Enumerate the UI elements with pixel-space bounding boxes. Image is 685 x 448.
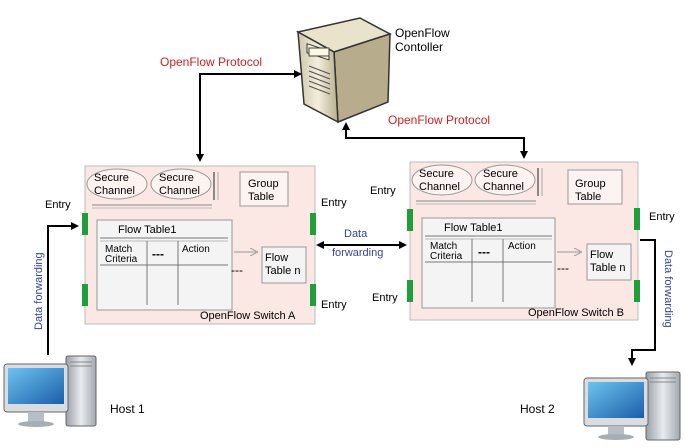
flow-table-n-label: Table n — [590, 262, 625, 274]
entry-port — [310, 213, 316, 235]
secure-channel-label: Channel — [159, 185, 200, 197]
secure-channel-a1 — [86, 168, 148, 200]
server-icon — [295, 17, 392, 124]
flow-table-n-label: Flow — [590, 249, 613, 261]
entry-label: Entry — [370, 185, 396, 197]
data-forwarding-label: Data forwarding — [33, 252, 45, 330]
openflow-switch-b: Secure Channel Secure Channel Group Tabl… — [407, 161, 640, 321]
flow-table-n-label: Flow — [265, 252, 288, 264]
computer-icon — [3, 355, 97, 427]
secure-channel-b2 — [474, 164, 536, 196]
data-forwarding-label: Data — [344, 228, 368, 240]
openflow-protocol-label-right: OpenFlow Protocol — [388, 113, 490, 127]
secure-channel-b1 — [411, 164, 473, 196]
entry-port — [634, 280, 640, 302]
flow-table-1-b — [421, 217, 556, 309]
group-table-b — [567, 169, 623, 205]
action-label: Action — [182, 244, 210, 255]
secure-channel-label: Channel — [483, 181, 524, 193]
entry-port — [407, 280, 413, 302]
openflow-switch-a: Secure Channel Secure Channel Group Tabl… — [82, 165, 316, 325]
host2-link-arrow — [628, 239, 656, 366]
group-table-label: Group — [248, 178, 279, 190]
group-table-a — [239, 171, 289, 207]
secure-channel-label: Secure — [94, 172, 129, 184]
match-criteria-label: Criteria — [430, 251, 463, 262]
group-table-label: Group — [575, 178, 606, 190]
group-table-label: Table — [248, 191, 274, 203]
protocol-arrow-b — [342, 122, 528, 159]
flow-table-title: Flow Table1 — [444, 222, 503, 234]
flow-table-n-b — [586, 243, 632, 281]
flow-table-title: Flow Table1 — [118, 224, 177, 236]
entry-port — [634, 208, 640, 230]
entry-port — [310, 284, 316, 306]
match-criteria-label: Criteria — [105, 254, 138, 265]
switch-a-label: OpenFlow Switch A — [200, 310, 296, 322]
table-gap-dashes: --- — [231, 263, 243, 277]
action-label: Action — [508, 241, 536, 252]
group-table-label: Table — [575, 191, 601, 203]
openflow-protocol-label-left: OpenFlow Protocol — [160, 55, 262, 69]
secure-channel-label: Secure — [419, 168, 454, 180]
entry-port — [82, 284, 88, 306]
entry-port — [407, 209, 413, 231]
host-1-label: Host 1 — [110, 402, 145, 416]
entry-label: Entry — [372, 292, 398, 304]
switch-b-label: OpenFlow Switch B — [528, 307, 624, 319]
computer-icon — [583, 371, 681, 441]
host1-link-arrow — [47, 222, 79, 355]
entry-label: Entry — [321, 299, 347, 311]
secure-channel-label: Secure — [159, 172, 194, 184]
ellipsis-dots: --- — [478, 245, 490, 259]
data-forwarding-label: forwarding — [332, 247, 383, 259]
flow-table-n-a — [261, 246, 307, 284]
entry-label: Entry — [45, 199, 71, 211]
controller-label-line1: OpenFlow — [395, 26, 450, 40]
secure-channel-label: Secure — [483, 168, 518, 180]
entry-port — [82, 213, 88, 235]
host-2-label: Host 2 — [520, 402, 555, 416]
match-criteria-label: Match — [105, 244, 132, 255]
secure-channel-a2 — [150, 168, 212, 200]
table-gap-dashes: --- — [557, 261, 569, 275]
data-forwarding-label: Data forwarding — [662, 250, 674, 328]
match-criteria-label: Match — [430, 241, 457, 252]
flow-table-n-label: Table n — [265, 265, 300, 277]
secure-channel-label: Channel — [94, 185, 135, 197]
secure-channel-label: Channel — [419, 181, 460, 193]
entry-label: Entry — [321, 197, 347, 209]
controller-label-line2: Contoller — [395, 40, 443, 54]
ellipsis-dots: --- — [152, 247, 164, 261]
protocol-arrow-a — [196, 70, 302, 162]
entry-label: Entry — [649, 211, 675, 223]
